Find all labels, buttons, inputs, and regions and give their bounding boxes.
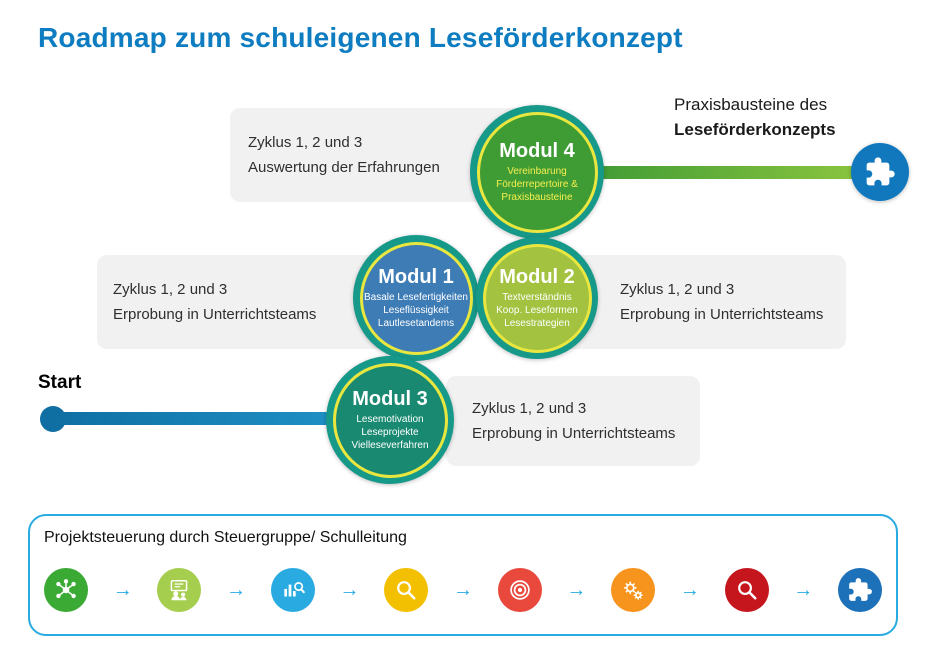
puzzle-icon xyxy=(864,156,896,188)
team-presentation-icon xyxy=(166,577,192,603)
erprobung-line: Erprobung in Unterrichtsteams xyxy=(472,425,676,442)
step-circle-5 xyxy=(497,568,542,612)
green-connector-bar xyxy=(588,166,868,179)
module-3-subtext: Lesemotivation Leseprojekte Vielleseverf… xyxy=(351,414,429,451)
arrow-right-icon: → xyxy=(793,579,814,601)
erprobung-line: Erprobung in Unterrichtsteams xyxy=(620,306,824,323)
steps-row: → → xyxy=(44,568,882,612)
arrow-right-icon: → xyxy=(679,579,700,601)
zyklus-line: Zyklus 1, 2 und 3 xyxy=(113,281,228,298)
praxis-endcap-circle xyxy=(851,143,909,201)
module-4-subtext: Vereinbarung Förderrepertoire & Praxisba… xyxy=(496,166,578,203)
step-circle-3 xyxy=(270,568,315,612)
module-4-inner: Modul 4 Vereinbarung Förderrepertoire & … xyxy=(476,111,598,233)
info-box-erprobung-right: Zyklus 1, 2 und 3 Erprobung in Unterrich… xyxy=(556,255,846,349)
magnifier-icon xyxy=(393,577,419,603)
module-4-label: Modul 4 xyxy=(499,140,575,162)
puzzle-icon xyxy=(847,577,873,603)
module-2-inner: Modul 2 Textverständnis Koop. Leseformen… xyxy=(482,243,592,353)
auswertung-line: Auswertung der Erfahrungen xyxy=(248,159,440,176)
arrow-right-icon: → xyxy=(339,579,360,601)
step-circle-2 xyxy=(157,568,202,612)
zyklus-line: Zyklus 1, 2 und 3 xyxy=(472,400,587,417)
module-1-inner: Modul 1 Basale Lesefertigkeiten Leseflüs… xyxy=(359,241,473,355)
panel-title: Projektsteuerung durch Steuergruppe/ Sch… xyxy=(44,529,407,546)
module-1-subtext: Basale Lesefertigkeiten Leseflüssigkeit … xyxy=(364,292,468,329)
magnifier-icon xyxy=(734,577,760,603)
gears-icon xyxy=(620,577,646,603)
arrow-right-icon: → xyxy=(452,579,473,601)
network-icon xyxy=(53,577,79,603)
zyklus-line: Zyklus 1, 2 und 3 xyxy=(248,134,363,151)
page-title: Roadmap zum schuleigenen Leseförderkonze… xyxy=(38,22,683,53)
module-3-circle: Modul 3 Lesemotivation Leseprojekte Viel… xyxy=(326,356,454,484)
step-circle-4 xyxy=(384,568,429,612)
projektsteuerung-panel: Projektsteuerung durch Steuergruppe/ Sch… xyxy=(28,514,898,636)
module-2-circle: Modul 2 Textverständnis Koop. Leseformen… xyxy=(476,237,598,359)
praxis-line2: Leseförderkonzepts xyxy=(674,120,836,139)
step-circle-1 xyxy=(44,568,88,612)
module-2-subtext: Textverständnis Koop. Leseformen Lesestr… xyxy=(496,292,578,329)
erprobung-line: Erprobung in Unterrichtsteams xyxy=(113,306,317,323)
module-4-circle: Modul 4 Vereinbarung Förderrepertoire & … xyxy=(470,105,604,239)
blue-connector-bar xyxy=(52,412,392,425)
module-2-label: Modul 2 xyxy=(499,266,575,288)
info-box-erprobung-bottom: Zyklus 1, 2 und 3 Erprobung in Unterrich… xyxy=(446,376,700,466)
module-3-inner: Modul 3 Lesemotivation Leseprojekte Viel… xyxy=(332,362,448,478)
praxis-label: Praxisbausteine des Leseförderkonzepts xyxy=(674,92,836,142)
target-icon xyxy=(507,577,533,603)
praxis-line1: Praxisbausteine des xyxy=(674,95,828,114)
zyklus-line: Zyklus 1, 2 und 3 xyxy=(620,281,735,298)
start-label: Start xyxy=(38,372,82,393)
step-circle-8 xyxy=(837,568,882,612)
module-3-label: Modul 3 xyxy=(352,388,428,410)
module-1-circle: Modul 1 Basale Lesefertigkeiten Leseflüs… xyxy=(353,235,479,361)
arrow-right-icon: → xyxy=(226,579,247,601)
step-circle-7 xyxy=(724,568,769,612)
step-circle-6 xyxy=(611,568,656,612)
chart-magnifier-icon xyxy=(280,577,306,603)
module-1-label: Modul 1 xyxy=(378,266,454,288)
arrow-right-icon: → xyxy=(566,579,587,601)
arrow-right-icon: → xyxy=(112,579,133,601)
